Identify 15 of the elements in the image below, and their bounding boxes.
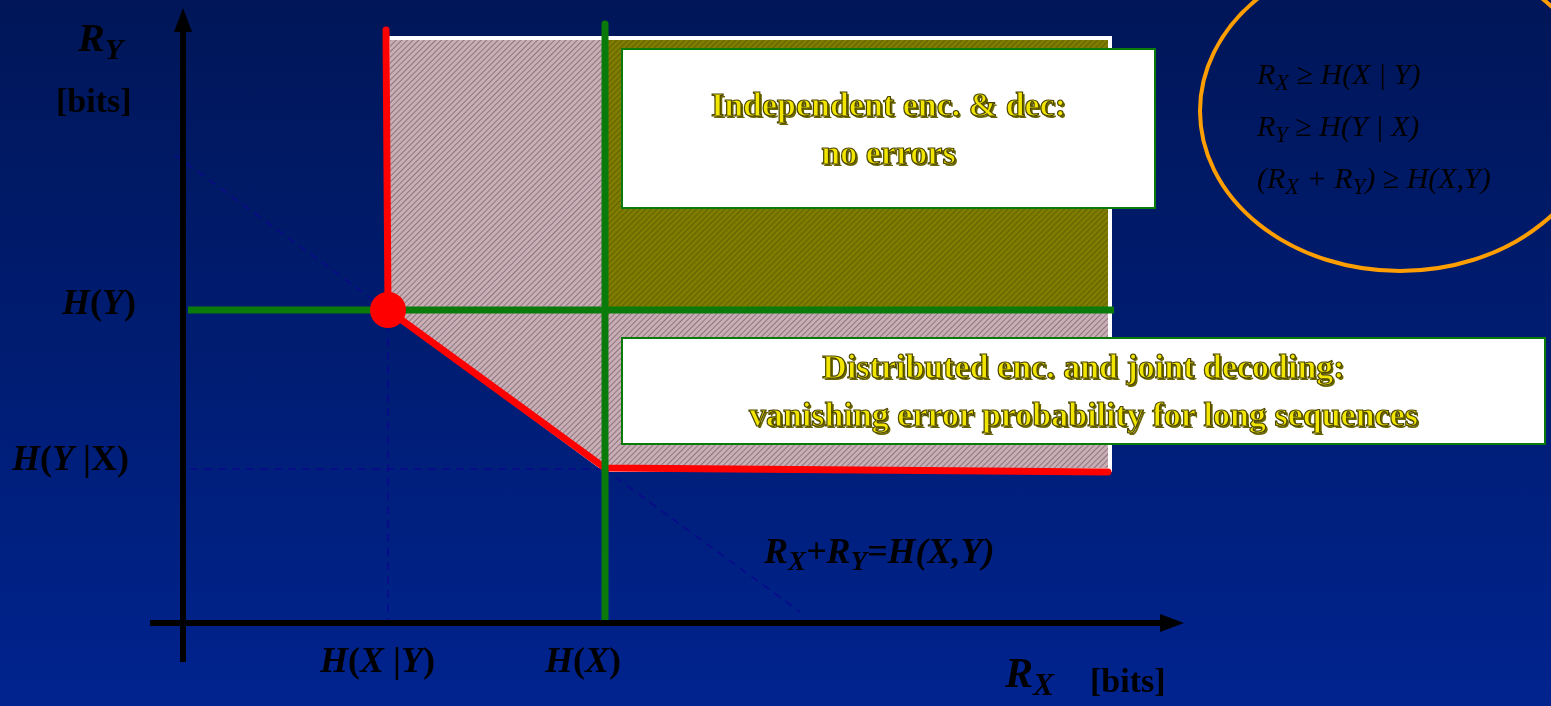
text-box	[621, 337, 1546, 445]
text-box	[621, 48, 1156, 209]
tick-label: H(X)	[545, 642, 622, 678]
equation: (R$_{X}$ + R$_{Y}$) ≥ H(X,Y)	[1257, 163, 1492, 193]
box-text: Distributed enc. and joint decoding: vanishing error probability for long sequences	[747, 347, 1420, 435]
tick-label: H(Y)	[62, 284, 136, 320]
equation: R$_{Y}$ ≥ H(Y | X)	[1257, 111, 1421, 141]
axis-unit: [bits]	[1090, 664, 1166, 698]
line-label: R$_{X}$+R$_{Y}$=H(X,Y)	[764, 533, 995, 569]
tick-label: H(X |Y)	[320, 642, 435, 678]
equation: R$_{X}$ ≥ H(X | Y)	[1257, 59, 1422, 89]
axis-label: R$_{X}$	[1005, 652, 1055, 694]
axis-unit: [bits]	[56, 84, 132, 118]
box-text: Independent enc. & dec: no errors	[709, 84, 1068, 173]
tick-label: H(Y |X)	[12, 440, 129, 476]
